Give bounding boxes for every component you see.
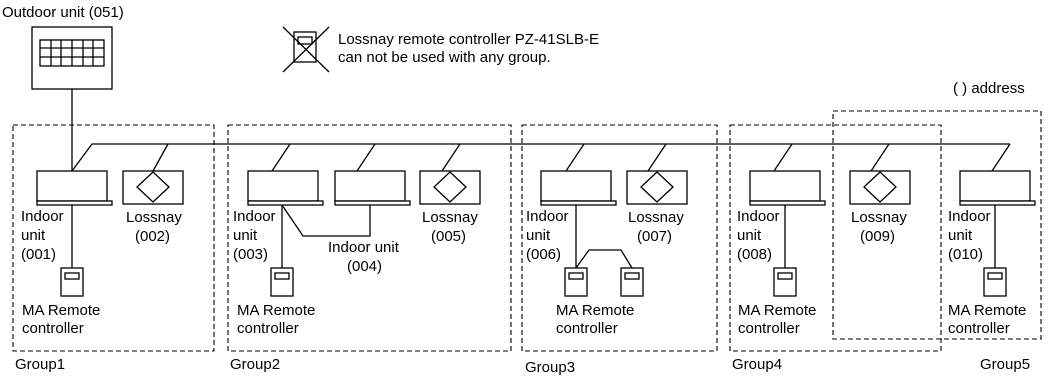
transmission-line xyxy=(71,89,1011,172)
address-legend: ( ) address xyxy=(953,80,1025,97)
remote-label-line2: controller xyxy=(22,320,84,337)
remote-label-line1: MA Remote xyxy=(738,302,816,319)
lossnay-address: (009) xyxy=(860,228,895,245)
indoor-unit-address: (010) xyxy=(948,246,983,263)
lossnay-address: (007) xyxy=(637,228,672,245)
lossnay-address: (002) xyxy=(135,228,170,245)
indoor-unit-label-line2: unit xyxy=(526,227,551,244)
lossnay-icon xyxy=(122,170,184,205)
indoor-unit-icon xyxy=(36,170,113,206)
indoor-unit-label-line2: unit xyxy=(948,227,973,244)
ma-remote-controller-icon xyxy=(773,267,797,297)
group-2-label: Group2 xyxy=(230,356,280,373)
lossnay-label: Lossnay xyxy=(422,209,478,226)
lossnay-address: (005) xyxy=(431,228,466,245)
outdoor-unit-label: Outdoor unit (051) xyxy=(2,4,124,21)
group-4-frame xyxy=(729,124,942,352)
indoor-unit-label-line2: unit xyxy=(737,227,762,244)
remote-label-line2: controller xyxy=(237,320,299,337)
indoor-unit-address: (004) xyxy=(347,258,382,275)
indoor-unit-address: (008) xyxy=(737,246,772,263)
lossnay-label: Lossnay xyxy=(126,209,182,226)
indoor-unit-label-line2: unit xyxy=(21,227,46,244)
ma-remote-controller-icon xyxy=(620,267,644,297)
indoor-unit-icon xyxy=(959,170,1036,206)
indoor-unit-label-line1: Indoor xyxy=(948,208,991,225)
ma-remote-controller-icon xyxy=(60,267,84,297)
group-3-frame xyxy=(521,124,718,352)
remote-label-line1: MA Remote xyxy=(948,302,1026,319)
lossnay-icon xyxy=(626,170,688,205)
lossnay-icon xyxy=(849,170,911,205)
indoor-unit-address: (006) xyxy=(526,246,561,263)
indoor-unit-icon xyxy=(540,170,617,206)
group-3-label: Group3 xyxy=(525,359,575,376)
indoor-unit-label-line1: Indoor xyxy=(21,208,64,225)
remote-label-line2: controller xyxy=(948,320,1010,337)
group-5-label: Group5 xyxy=(980,356,1030,373)
remote-label-line2: controller xyxy=(738,320,800,337)
lossnay-label: Lossnay xyxy=(851,209,907,226)
group-5-frame xyxy=(832,110,1042,340)
ma-remote-controller-icon xyxy=(983,267,1007,297)
group-4-label: Group4 xyxy=(732,356,782,373)
lossnay-icon xyxy=(419,170,481,205)
indoor-unit-address: (001) xyxy=(21,246,56,263)
outdoor-unit-icon xyxy=(31,26,113,90)
remote-label-line2: controller xyxy=(556,320,618,337)
ma-remote-controller-icon xyxy=(270,267,294,297)
indoor-unit-label-line1: Indoor xyxy=(526,208,569,225)
indoor-unit-label-line1: Indoor xyxy=(233,208,276,225)
remote-label-line1: MA Remote xyxy=(237,302,315,319)
notice-line-2: can not be used with any group. xyxy=(338,49,551,66)
group-2-frame xyxy=(227,124,512,352)
prohibited-remote-controller-icon xyxy=(282,26,330,73)
indoor-unit-label-line2: unit xyxy=(233,227,258,244)
remote-label-line1: MA Remote xyxy=(22,302,100,319)
notice-line-1: Lossnay remote controller PZ-41SLB-E xyxy=(338,31,599,48)
ma-remote-controller-icon xyxy=(564,267,588,297)
indoor-unit-icon xyxy=(247,170,324,206)
group-1-label: Group1 xyxy=(15,356,65,373)
indoor-unit-icon xyxy=(334,170,411,206)
indoor-unit-address: (003) xyxy=(233,246,268,263)
lossnay-label: Lossnay xyxy=(628,209,684,226)
indoor-unit-icon xyxy=(749,170,826,206)
remote-label-line1: MA Remote xyxy=(556,302,634,319)
indoor-unit-label-line1: Indoor unit xyxy=(328,239,400,256)
group-1-frame xyxy=(12,124,215,352)
indoor-unit-label-line1: Indoor xyxy=(737,208,780,225)
